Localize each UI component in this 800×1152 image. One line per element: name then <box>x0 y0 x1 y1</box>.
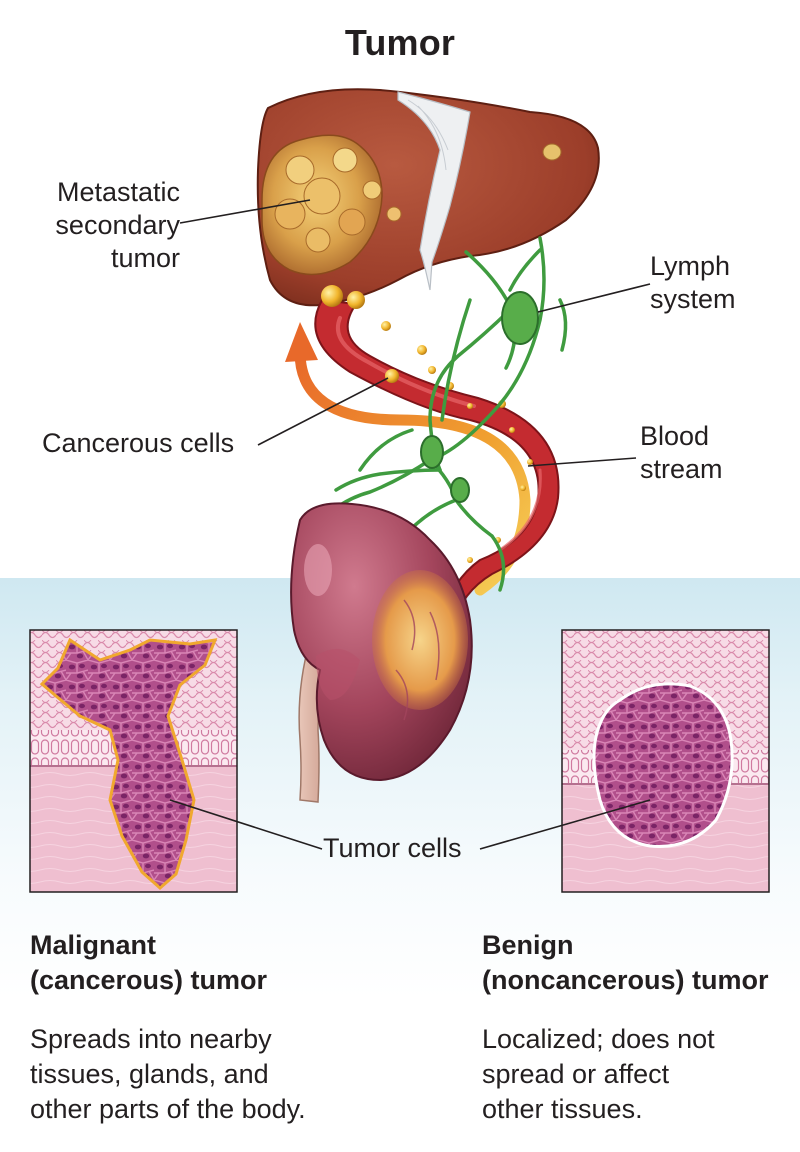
malignant-inset <box>29 629 238 893</box>
cancerous-cell-bubbles <box>321 285 533 599</box>
metastatic-tumor-mass <box>261 134 402 276</box>
label-metastatic-tumor: Metastatic secondary tumor <box>55 177 180 273</box>
lymph-nodes <box>420 291 539 503</box>
label-lymph-system: Lymph system <box>650 251 736 314</box>
label-blood-stream: Blood stream <box>640 421 723 484</box>
liver <box>256 88 600 307</box>
leader-lymph <box>537 283 651 313</box>
leader-tumor-cells-left <box>169 799 323 850</box>
label-tumor-cells: Tumor cells <box>323 833 462 863</box>
benign-inset <box>561 629 770 893</box>
leader-lines <box>169 199 651 850</box>
leader-cancerous-cells <box>257 377 389 446</box>
benign-description: Localized; does not spread or affect oth… <box>482 1024 715 1124</box>
benign-heading: Benign (noncancerous) tumor <box>482 930 769 995</box>
malignant-heading: Malignant (cancerous) tumor <box>30 930 268 995</box>
malignant-description: Spreads into nearby tissues, glands, and… <box>30 1024 306 1124</box>
leader-tumor-cells-right <box>479 799 651 850</box>
page-title: Tumor <box>344 22 456 63</box>
leader-metastatic <box>179 199 311 224</box>
leader-blood-stream <box>527 457 637 467</box>
kidney <box>290 502 473 803</box>
label-cancerous-cells: Cancerous cells <box>42 428 235 458</box>
